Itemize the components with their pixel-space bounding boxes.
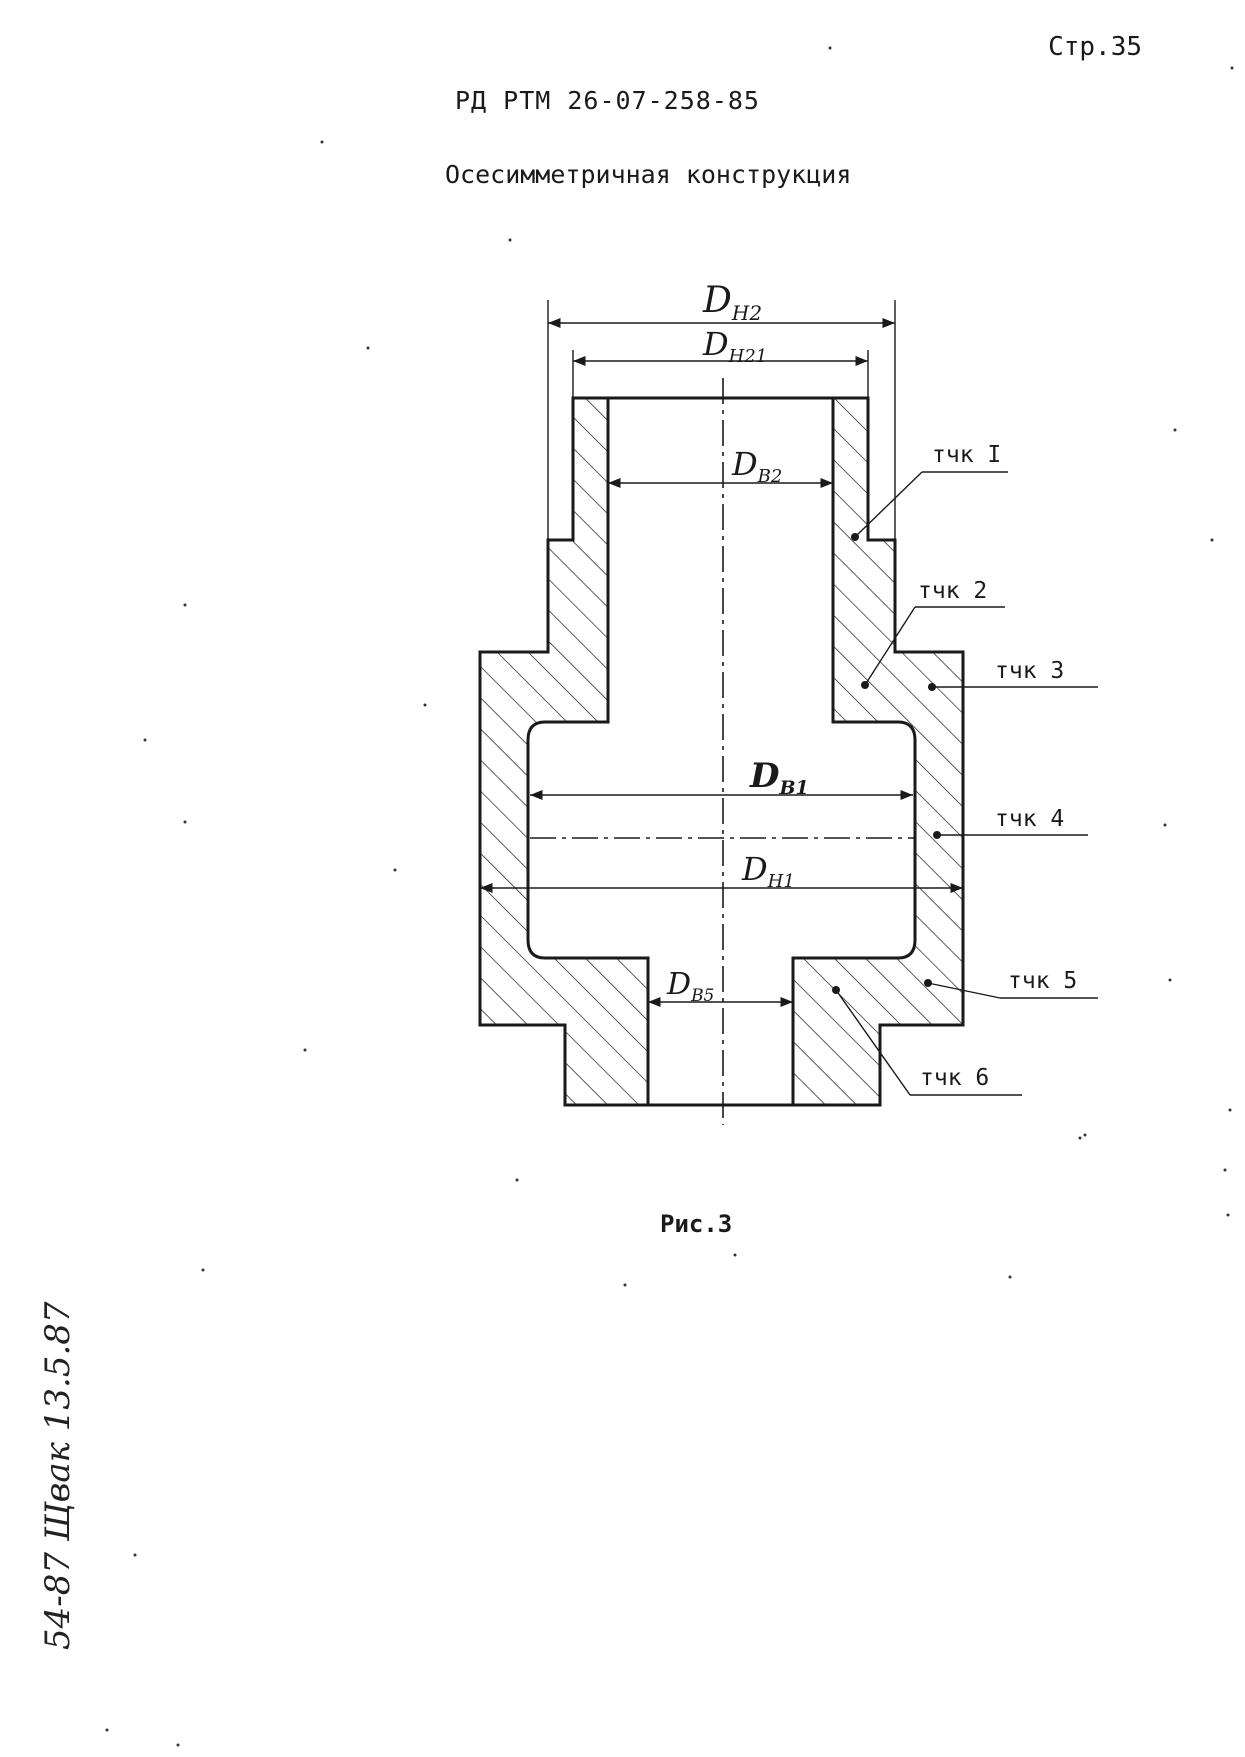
- dim-dv2-label: DB2: [731, 445, 782, 487]
- dim-dn21-label: DH21: [702, 325, 767, 367]
- point-1-label: тчк I: [932, 442, 1001, 468]
- part-cross-section: [478, 396, 965, 1107]
- figure-caption: Рис.3: [660, 1210, 733, 1238]
- document-code: РД РТМ 26-07-258-85: [455, 86, 760, 115]
- point-6-label: тчк 6: [920, 1065, 989, 1091]
- section-title: Осесимметричная конструкция: [445, 160, 852, 189]
- point-3-label: тчк 3: [995, 658, 1064, 684]
- page-number: Стр.35: [1048, 32, 1142, 62]
- dim-dn1-label: DH1: [741, 850, 795, 892]
- scan-specks: [105, 46, 1234, 1747]
- dim-dn2-label: DH2: [702, 280, 762, 325]
- dim-dv1-label: DB1: [749, 756, 809, 799]
- handwritten-margin-note: 54-87 Щвак 13.5.87: [38, 1301, 78, 1650]
- point-4-label: тчк 4: [995, 806, 1064, 832]
- point-5-label: тчк 5: [1008, 968, 1077, 994]
- point-2-label: тчк 2: [918, 578, 987, 604]
- dim-dv5-label: DB5: [666, 967, 714, 1006]
